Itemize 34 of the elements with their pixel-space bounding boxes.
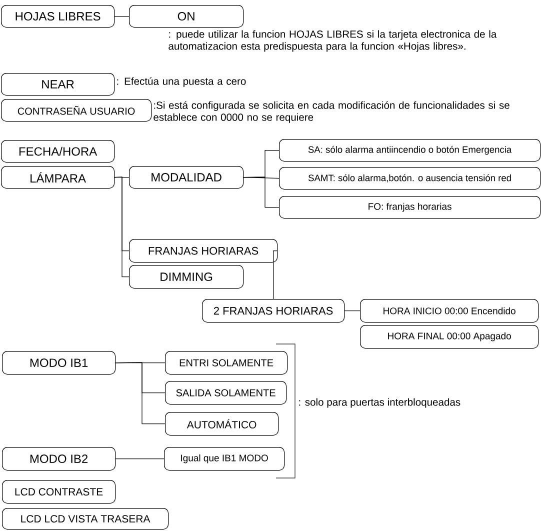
menu-box: SAMT: sólo alarma,botón. o ausencia tensión red bbox=[279, 167, 541, 190]
menu-box: ON bbox=[129, 5, 244, 28]
menu-box: SALIDA SOLAMENTE bbox=[165, 381, 287, 405]
menu-box: MODALIDAD bbox=[129, 166, 244, 189]
menu-box: LÁMPARA bbox=[1, 166, 115, 189]
menu-box: MODO IB2 bbox=[2, 447, 116, 471]
note-text: : puede utilizar la funcion HOJAS LIBRES si la tarjeta electronica de la automatizacion esta predispuesta para la funcion «Hojas libres». bbox=[168, 30, 497, 52]
connector-line bbox=[243, 176, 280, 208]
connector-line bbox=[114, 176, 130, 278]
note-text: : Efectúa una puesta a cero bbox=[117, 77, 246, 87]
connector-line bbox=[114, 16, 130, 17]
menu-box: NEAR bbox=[1, 73, 115, 96]
menu-box: LCD LCD VISTA TRASERA bbox=[2, 508, 169, 530]
menu-box: MODO IB1 bbox=[2, 351, 116, 375]
menu-box: ENTRI SOLAMENTE bbox=[165, 351, 288, 375]
menu-box: CONTRASEÑA USUARIO bbox=[1, 99, 152, 122]
menu-box: 2 FRANJAS HORIARAS bbox=[202, 299, 345, 323]
menu-box: FO: franjas horarias bbox=[279, 196, 541, 219]
menu-box: FECHA/HORA bbox=[1, 140, 115, 163]
menu-box: SA: sólo alarma antiincendio o botón Emergencia bbox=[279, 139, 541, 162]
connector-line bbox=[115, 458, 164, 460]
connector-line bbox=[273, 250, 278, 300]
connector-line bbox=[344, 310, 360, 312]
menu-box: HORA FINAL 00:00 Apagado bbox=[360, 325, 539, 349]
note-text: :Si está configurada se solicita en cada modificación de funcionalidades si se establece con 0000 no se requiere bbox=[154, 101, 510, 123]
menu-box: LCD CONTRASTE bbox=[2, 480, 116, 504]
menu-box: HOJAS LIBRES bbox=[1, 5, 115, 28]
menu-box: AUTOMÁTICO bbox=[165, 412, 279, 436]
menu-box: DIMMING bbox=[129, 265, 244, 289]
note-text: : solo para puertas interbloqueadas bbox=[299, 398, 460, 408]
menu-box: Igual que IB1 MODO bbox=[164, 447, 285, 471]
menu-box: HORA INICIO 00:00 Encendido bbox=[360, 299, 539, 323]
connector-line bbox=[115, 362, 166, 424]
menu-box: FRANJAS HORIARAS bbox=[129, 239, 278, 263]
